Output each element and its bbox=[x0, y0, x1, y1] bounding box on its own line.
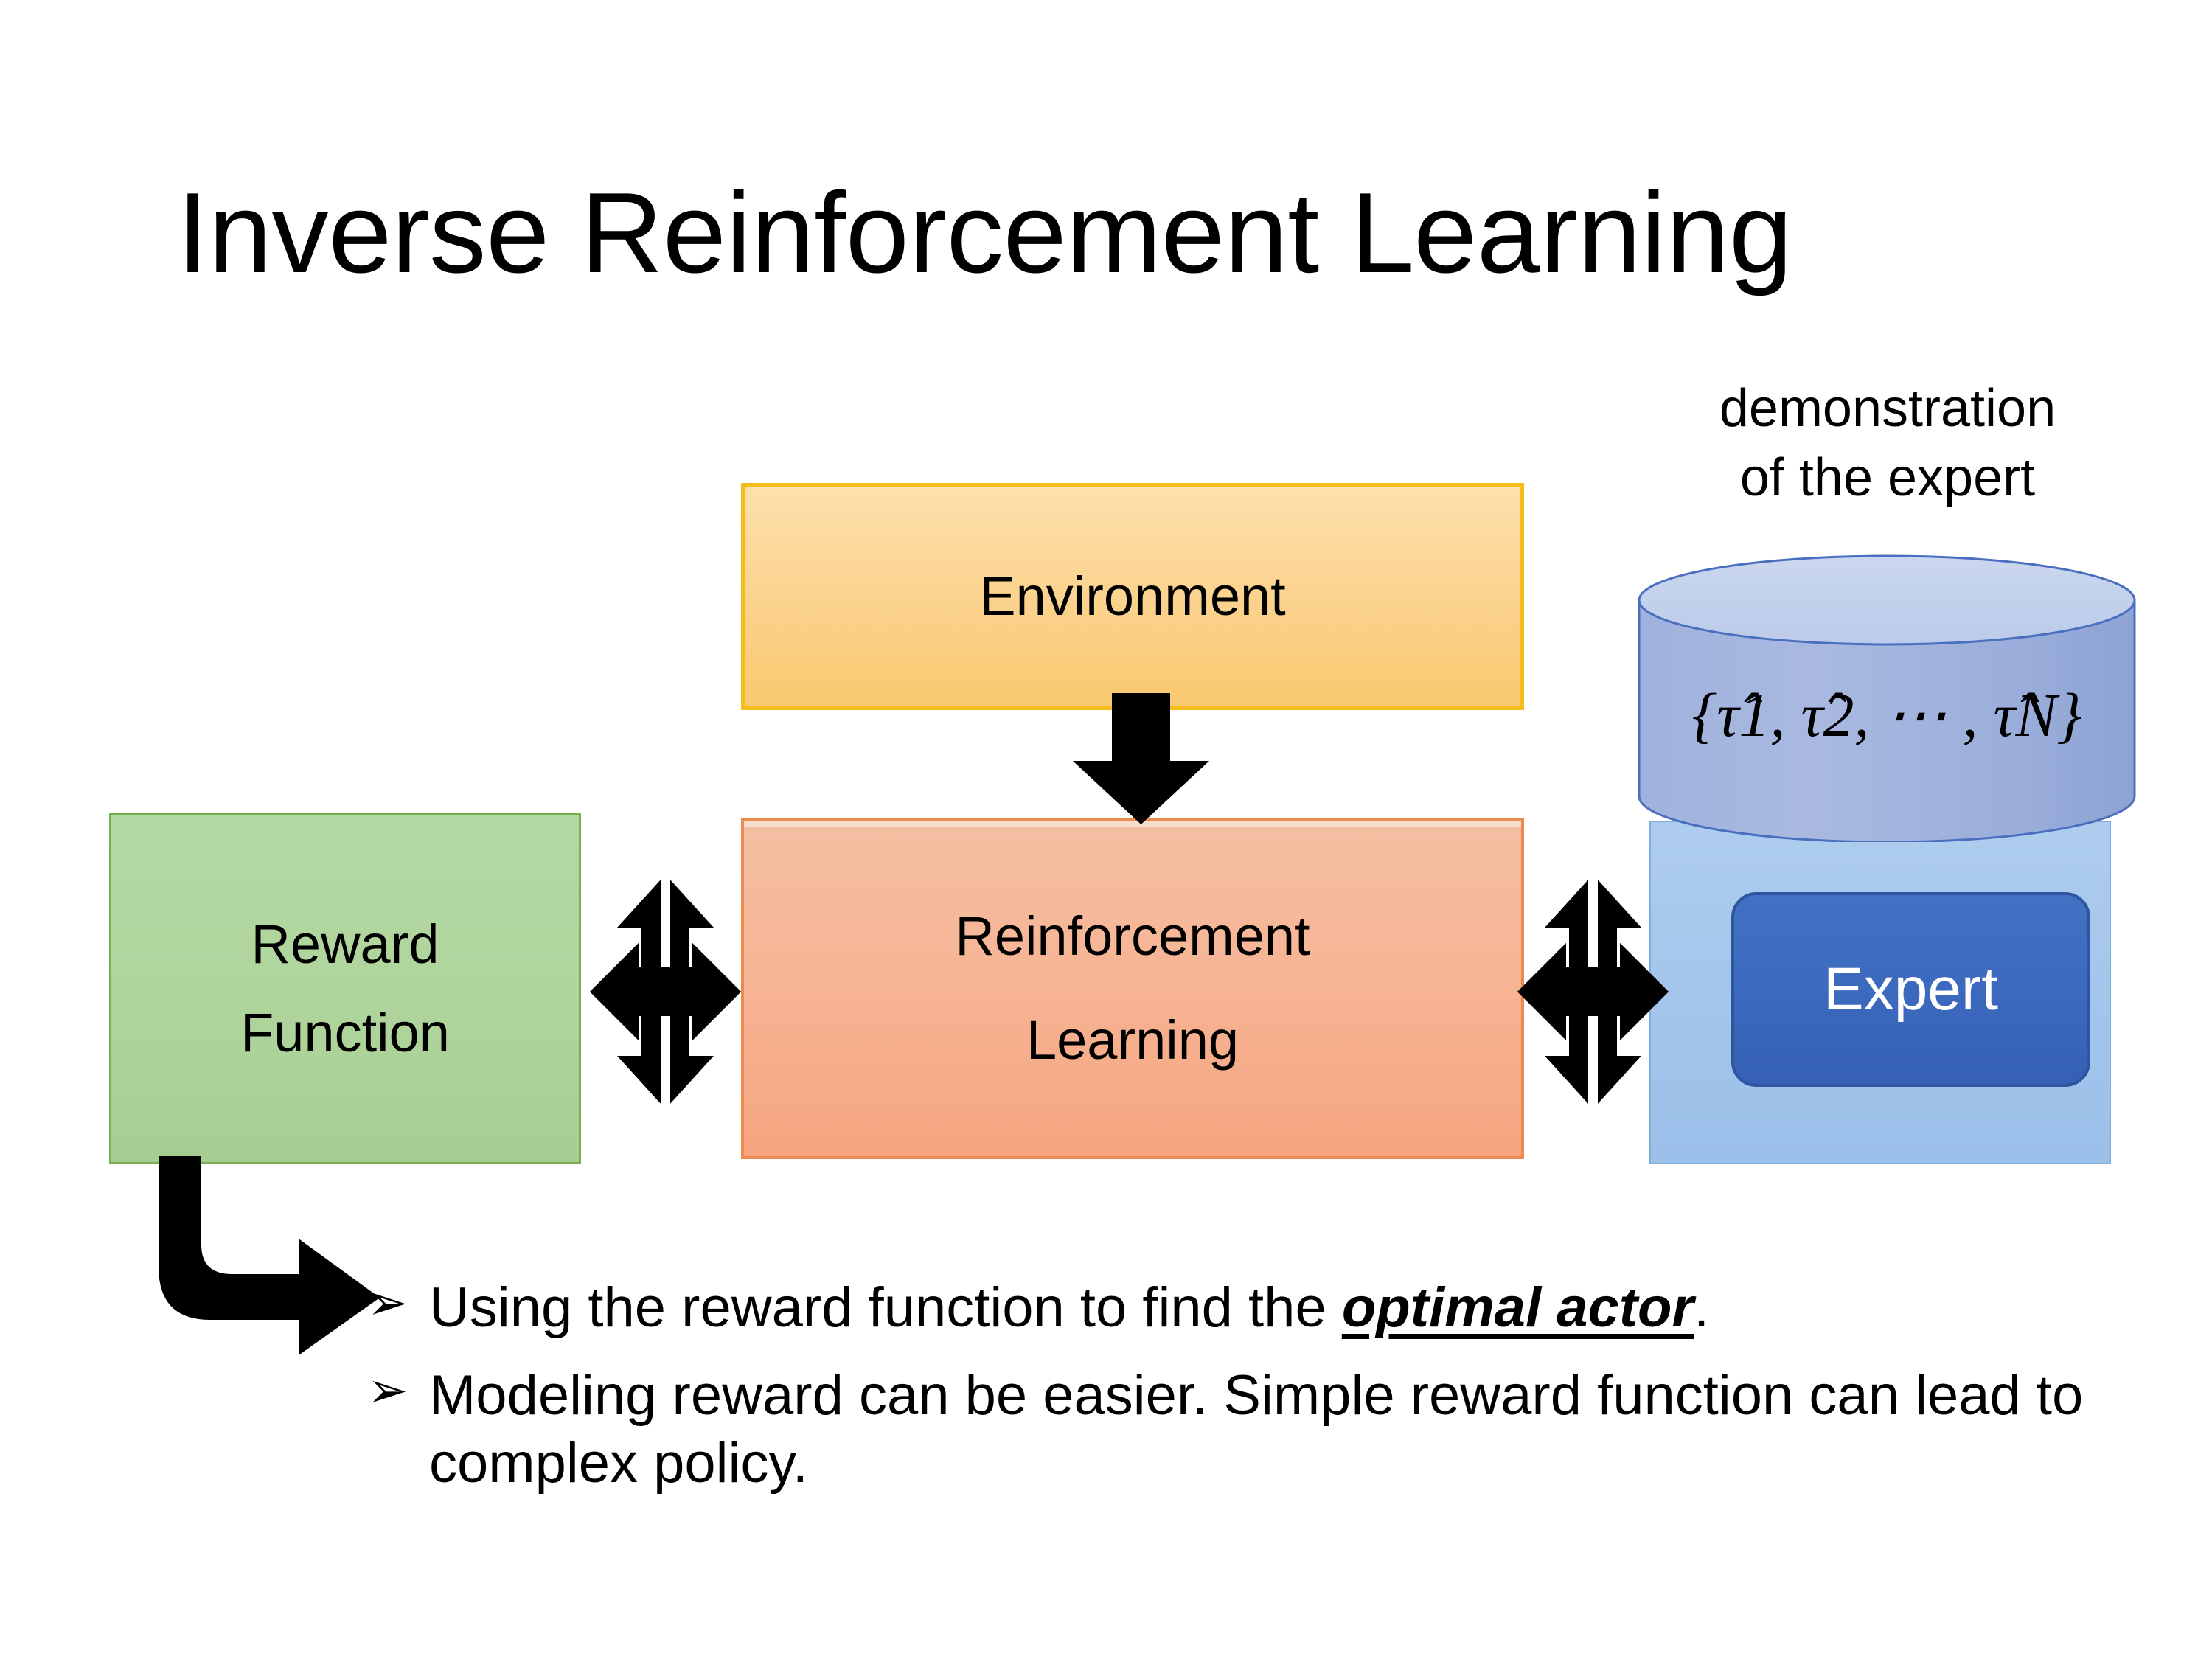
reward-label-line-1: Reward bbox=[251, 914, 439, 975]
reward-function-box-label: Reward Function bbox=[240, 900, 450, 1077]
list-item: ➢ Using the reward function to find the … bbox=[367, 1274, 2100, 1343]
rl-label-line-2: Learning bbox=[1026, 1009, 1239, 1071]
demonstration-caption-line-2: of the expert bbox=[1739, 448, 2036, 507]
down-arrow-icon bbox=[1073, 693, 1209, 824]
demonstration-caption: demonstration of the expert bbox=[1607, 375, 2168, 512]
demonstration-caption-line-1: demonstration bbox=[1719, 379, 2056, 438]
expert-button-label: Expert bbox=[1823, 956, 1998, 1023]
bullet-text-1: Using the reward function to find the op… bbox=[429, 1274, 2100, 1343]
expert-button[interactable]: Expert bbox=[1731, 892, 2090, 1087]
rl-label-line-1: Reinforcement bbox=[955, 905, 1310, 967]
bullet-text-1-before: Using the reward function to find the bbox=[429, 1276, 1342, 1339]
bullet-marker-icon: ➢ bbox=[367, 1362, 408, 1417]
environment-box-label: Environment bbox=[979, 566, 1286, 627]
reward-label-line-2: Function bbox=[240, 1002, 450, 1063]
demonstration-cylinder: {τ̂1, τ̂2, ⋯ , τ̂N} bbox=[1638, 554, 2136, 842]
bullet-marker-icon: ➢ bbox=[367, 1275, 408, 1329]
page-title: Inverse Reinforcement Learning bbox=[177, 169, 1792, 296]
reinforcement-learning-box[interactable]: Reinforcement Learning bbox=[741, 818, 1524, 1159]
environment-box[interactable]: Environment bbox=[741, 483, 1524, 710]
list-item: ➢ Modeling reward can be easier. Simple … bbox=[367, 1362, 2100, 1498]
bullet-text-1-emphasis: optimal actor bbox=[1341, 1276, 1694, 1339]
bullet-list: ➢ Using the reward function to find the … bbox=[367, 1274, 2100, 1517]
elbow-arrow-icon bbox=[159, 1156, 380, 1355]
bullet-text-1-after: . bbox=[1694, 1276, 1710, 1339]
trajectory-set-formula: {τ̂1, τ̂2, ⋯ , τ̂N} bbox=[1691, 681, 2082, 750]
four-way-arrow-icon bbox=[590, 874, 741, 1109]
four-way-arrow-icon bbox=[1517, 874, 1669, 1109]
reinforcement-learning-box-label: Reinforcement Learning bbox=[955, 885, 1310, 1092]
bullet-text-2: Modeling reward can be easier. Simple re… bbox=[429, 1363, 2084, 1495]
reward-function-box[interactable]: Reward Function bbox=[109, 813, 581, 1164]
